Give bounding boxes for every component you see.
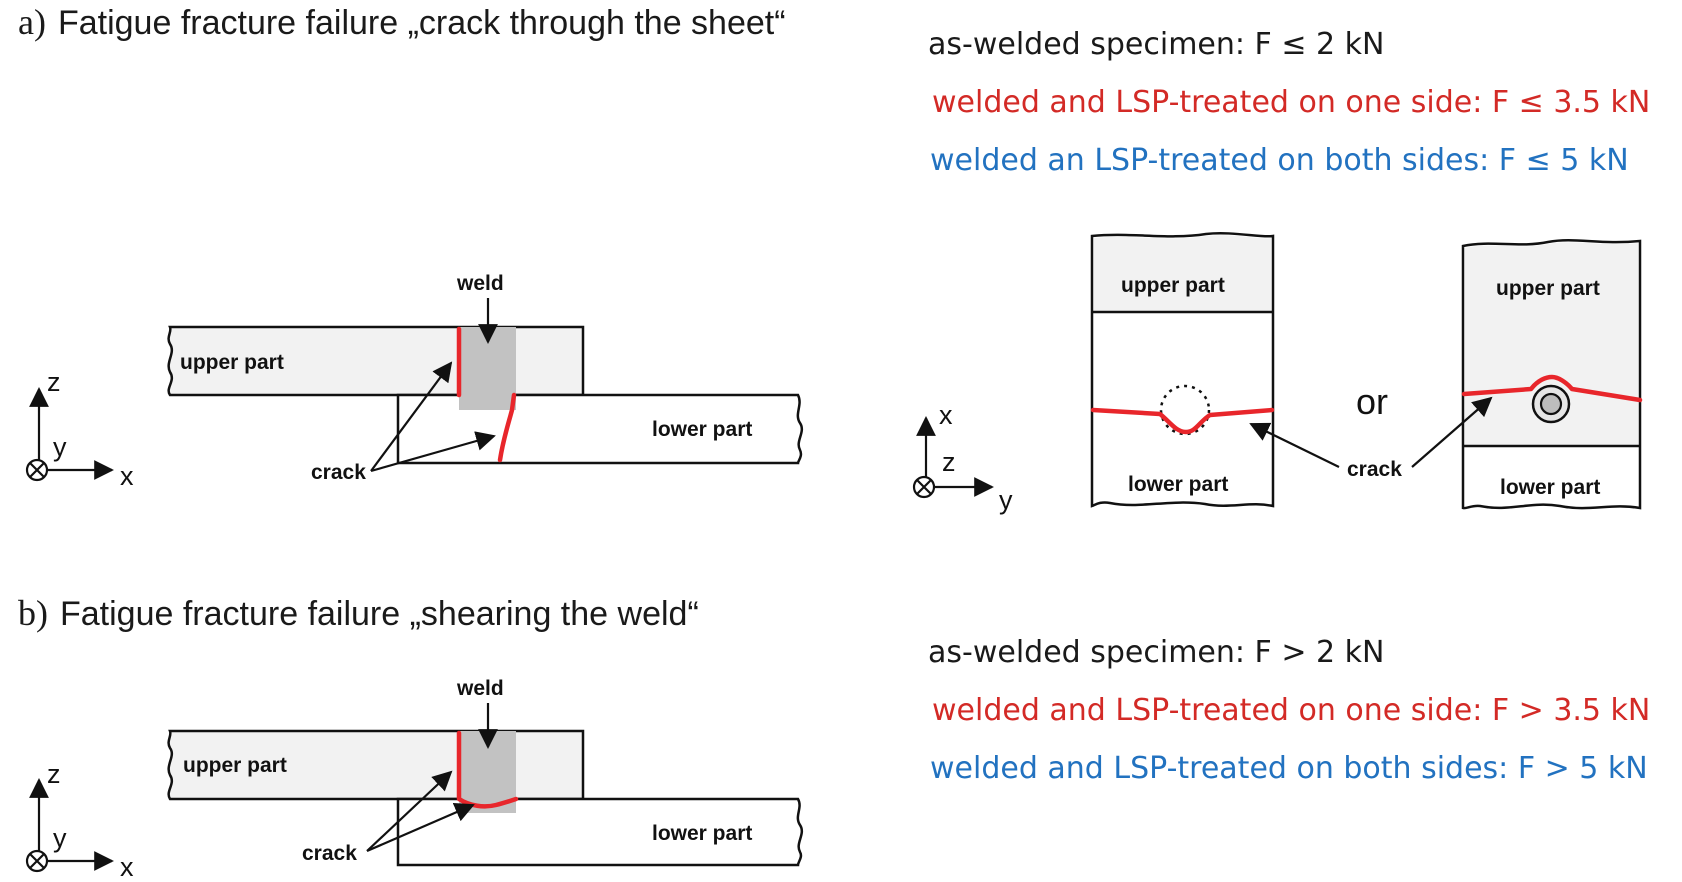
panel-a-condition-1: welded and LSP-treated on one side: F ≤ …: [932, 85, 1650, 120]
panel-a-title: Fatigue fracture failure „crack through …: [58, 4, 786, 42]
panel-b-condition-1: welded and LSP-treated on one side: F > …: [932, 693, 1650, 728]
panel-b-title: Fatigue fracture failure „shearing the w…: [60, 595, 699, 633]
specimen-1-upper-label: upper part: [1121, 274, 1225, 297]
specimen-2-lower-label: lower part: [1500, 476, 1600, 499]
panel-b-heading: b) Fatigue fracture failure „shearing th…: [18, 593, 699, 633]
or-label: or: [1356, 381, 1388, 422]
lower-part-label: lower part: [652, 822, 752, 845]
panel-a-top-view: upper part lower part or upper part lowe…: [912, 232, 1643, 515]
crack-pointer-arrow-1: [366, 770, 453, 852]
panel-a-heading: a) Fatigue fracture failure „crack throu…: [18, 2, 786, 42]
cross-mark-icon: [916, 479, 932, 495]
y-axis-label: y: [53, 823, 67, 853]
z-axis-label: z: [47, 759, 61, 789]
specimen-1-upper-fill: [1094, 235, 1271, 312]
top-view-crack-arrow-1: [1249, 422, 1340, 468]
crack-pointer-arrow-2: [370, 431, 496, 473]
x-axis-label-top-view: x: [939, 400, 953, 430]
lower-part-plate: [396, 393, 804, 465]
specimen-1-crack: [1090, 407, 1275, 435]
lower-part-label: lower part: [652, 418, 752, 441]
panel-a-condition-0: as-welded specimen: F ≤ 2 kN: [928, 27, 1384, 62]
weld-label: weld: [456, 677, 504, 700]
crack-pointer-arrow-1: [370, 361, 453, 472]
y-axis-label-top-view: y: [999, 485, 1013, 515]
z-axis-label-top-view: z: [942, 447, 956, 477]
top-view-crack-arrow-2: [1411, 396, 1493, 468]
cross-mark-icon: [29, 462, 45, 478]
crack-pointer-arrow-2: [366, 803, 475, 853]
nugget-outline-dotted: [1159, 384, 1211, 436]
lower-part-plate: [396, 797, 804, 867]
top-view-crack-label: crack: [1347, 458, 1402, 481]
specimen-2-crack: [1461, 374, 1643, 403]
panel-b-condition-2: welded and LSP-treated on both sides: F …: [930, 751, 1648, 786]
panel-b-side-view: weld upper part lower part crack z y x: [25, 677, 804, 882]
axes-xzy: x z y: [912, 400, 1013, 515]
panel-b-letter: b): [18, 593, 48, 633]
weld-label: weld: [456, 272, 504, 295]
y-axis-label: y: [53, 432, 67, 462]
specimen-2-upper-fill: [1465, 242, 1638, 446]
cross-mark-icon: [29, 853, 45, 869]
specimen-1-lower-label: lower part: [1128, 473, 1228, 496]
axes-xyz: z y x: [25, 759, 134, 882]
upper-part-label: upper part: [180, 351, 284, 374]
upper-part-label: upper part: [183, 754, 287, 777]
panel-a-letter: a): [18, 2, 46, 42]
panel-a-side-view: weld upper part lower part crack z y x: [25, 272, 804, 491]
z-axis-label: z: [47, 367, 61, 397]
crack-line-lower: [497, 392, 517, 463]
panel-b-condition-0: as-welded specimen: F > 2 kN: [928, 635, 1384, 670]
x-axis-label: x: [120, 852, 134, 882]
shear-crack-line: [456, 730, 519, 809]
nugget-inner-ring: [1539, 392, 1563, 416]
x-axis-label: x: [120, 461, 134, 491]
panel-b: b) Fatigue fracture failure „shearing th…: [18, 593, 1650, 882]
panel-a: a) Fatigue fracture failure „crack throu…: [18, 2, 1650, 515]
crack-label: crack: [302, 842, 357, 865]
axes-xyz: z y x: [25, 367, 134, 491]
crack-label: crack: [311, 461, 366, 484]
panel-a-condition-2: welded an LSP-treated on both sides: F ≤…: [930, 143, 1629, 178]
specimen-2-upper-label: upper part: [1496, 277, 1600, 300]
